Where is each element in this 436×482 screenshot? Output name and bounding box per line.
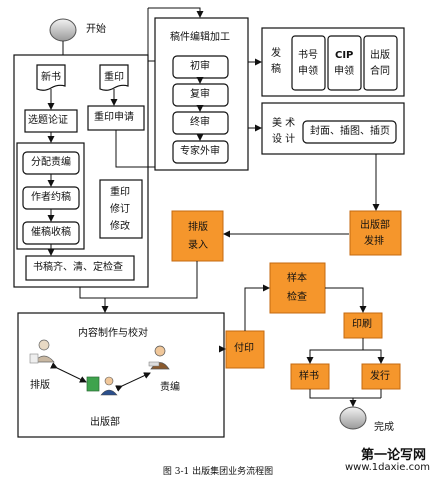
reprint-revise-box (99, 179, 143, 239)
editor-figure-icon (148, 345, 170, 370)
cip-label-2: 申领 (334, 66, 354, 77)
first-review-label: 初审 (190, 61, 210, 72)
left-process-container (13, 54, 149, 288)
cip-box (327, 35, 362, 91)
cover-art-label: 封面、插图、插页 (310, 126, 390, 137)
cover-art-box (302, 120, 397, 144)
send-label-1: 发 (271, 48, 281, 59)
distribution-box (361, 363, 401, 390)
second-review-label: 复审 (190, 89, 210, 100)
watermark-url: www.1daxie.com (344, 462, 430, 473)
printing-label: 印刷 (352, 319, 372, 330)
contract-box (363, 35, 398, 91)
new-book-doc (36, 64, 66, 91)
end-node (339, 406, 367, 430)
reprint-revise-label-2: 修订 (110, 204, 130, 215)
sample-book-label: 样书 (299, 371, 319, 382)
reprint-label: 重印 (104, 72, 124, 83)
art-label-2: 设 计 (272, 134, 296, 145)
typeset-box (171, 210, 224, 262)
edit-process-title: 稿件编辑加工 (170, 32, 230, 43)
cip-label-1: CIP (335, 50, 354, 61)
manuscript-check-label: 书稿齐、清、定检查 (33, 262, 123, 273)
content-container (17, 312, 225, 438)
publish-dept-label-2: 发排 (364, 236, 384, 247)
contract-label-2: 合同 (370, 66, 390, 77)
new-book-label: 新书 (41, 72, 61, 83)
end-label: 完成 (374, 422, 394, 433)
art-container (261, 102, 405, 155)
assign-editor-label: 分配责编 (31, 157, 71, 168)
print-proof-label: 付印 (234, 343, 254, 354)
isbn-label-1: 书号 (298, 50, 318, 61)
send-container (261, 27, 405, 97)
urge-manuscript-label: 催稿收稿 (31, 227, 71, 238)
sample-check-box (269, 262, 326, 314)
edit-process-container (154, 17, 249, 171)
role-editor-label: 责编 (160, 382, 180, 393)
role-typeset-label: 排版 (30, 380, 50, 391)
send-label-2: 稿 (271, 64, 281, 75)
publish-dept-label-1: 出版部 (360, 220, 390, 231)
isbn-label-2: 申领 (298, 66, 318, 77)
reprint-apply-label: 重印申请 (94, 112, 134, 123)
start-node (49, 18, 77, 42)
typeset-label-1: 排版 (188, 222, 208, 233)
start-label: 开始 (86, 24, 106, 35)
arrow-publish-editor (115, 372, 151, 392)
figure-caption: 图 3-1 出版集团业务流程图 (162, 467, 274, 477)
publish-dept-box (349, 210, 402, 256)
typesetter-figure-icon (29, 339, 55, 364)
sample-label-2: 检查 (287, 292, 307, 303)
manuscript-check-box (25, 255, 135, 281)
watermark-title: 第一论写网 (360, 448, 426, 463)
reprint-doc (99, 64, 129, 91)
arrow-typeset-publish (50, 362, 87, 383)
art-label-1: 美 术 (272, 118, 296, 129)
isbn-box (291, 35, 326, 91)
typeset-label-2: 录入 (188, 240, 208, 251)
topic-review-label: 选题论证 (28, 115, 68, 126)
expert-review-box (172, 140, 229, 164)
content-title: 内容制作与校对 (78, 328, 148, 339)
expert-review-label: 专家外审 (180, 146, 220, 157)
author-contract-label: 作者约稿 (31, 192, 71, 203)
distribution-label: 发行 (370, 371, 390, 382)
contract-label-1: 出版 (370, 50, 390, 61)
reprint-revise-label-1: 重印 (110, 187, 130, 198)
reprint-revise-label-3: 修改 (110, 221, 130, 232)
final-review-label: 终审 (190, 117, 210, 128)
role-publish-label: 出版部 (90, 417, 120, 428)
sample-label-1: 样本 (287, 273, 307, 284)
publish-dept-figure-icon (86, 376, 118, 396)
